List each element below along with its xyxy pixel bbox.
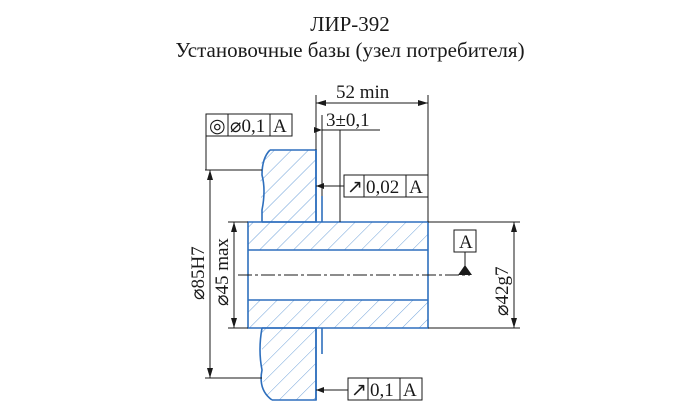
svg-text:◎: ◎ (209, 116, 226, 137)
tol-coaxial: ◎ ⌀0,1 A (205, 113, 293, 170)
svg-text:52 min: 52 min (336, 82, 390, 103)
svg-text:0,02: 0,02 (366, 177, 399, 198)
svg-text:A: A (459, 232, 473, 253)
svg-text:↗: ↗ (351, 380, 367, 401)
tol-runout-face: ↗ 0,02 A (316, 174, 429, 198)
svg-text:A: A (403, 380, 417, 401)
svg-text:3±0,1: 3±0,1 (326, 110, 370, 131)
svg-text:A: A (273, 116, 287, 137)
dim-offset: 3±0,1 (314, 110, 380, 222)
dim-length: 52 min (315, 82, 429, 222)
svg-text:⌀85H7: ⌀85H7 (188, 246, 209, 300)
svg-text:⌀0,1: ⌀0,1 (230, 116, 265, 137)
housing-upper (260, 149, 317, 223)
housing-lower (259, 327, 317, 401)
svg-text:⌀42g7: ⌀42g7 (492, 267, 513, 316)
dim-inner: ⌀45 max (212, 221, 248, 329)
svg-text:A: A (409, 177, 423, 198)
tol-runout-bottom: ↗ 0,1 A (316, 377, 423, 401)
svg-text:↗: ↗ (347, 177, 363, 198)
drawing-subtitle: Установочные базы (узел потребителя) (175, 38, 525, 62)
drawing-title: ЛИР-392 (310, 12, 390, 36)
svg-text:0,1: 0,1 (370, 380, 394, 401)
dim-shaft: ⌀42g7 (428, 221, 520, 329)
datum-a: A (453, 229, 477, 275)
svg-text:⌀45 max: ⌀45 max (212, 238, 233, 306)
dim-bore: ⌀85H7 (188, 169, 262, 379)
